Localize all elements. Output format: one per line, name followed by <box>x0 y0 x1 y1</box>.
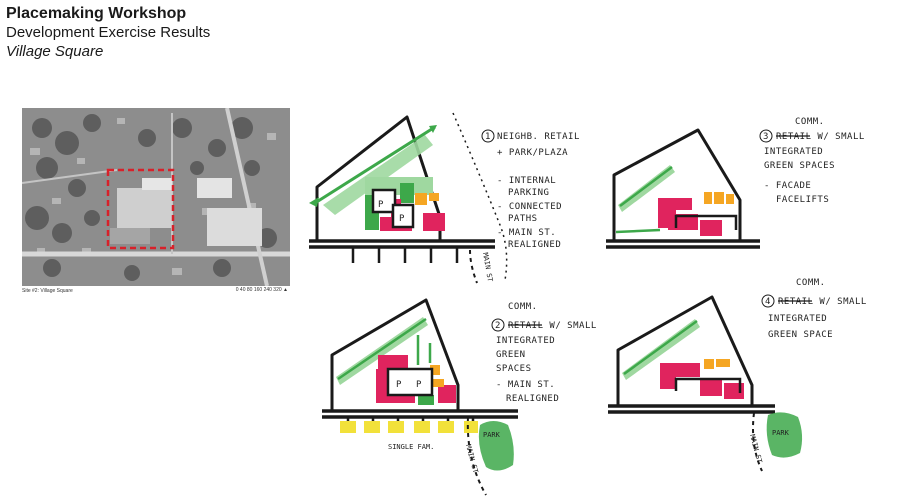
parking-label: P <box>396 380 402 390</box>
note-number: 2 <box>495 321 501 331</box>
sketch-note: - INTERNAL <box>497 176 556 186</box>
sketch-note: RETAIL W/ SMALL <box>508 321 597 331</box>
sketch-note: SPACES <box>496 364 532 374</box>
sketch-2: COMM. 3 RETAIL W/ SMALL INTEGRATED GREEN… <box>600 110 895 260</box>
sketch-4: PARK MAIN ST COMM. 4 RETAIL W/ SMALL INT… <box>600 275 895 475</box>
note-number: 4 <box>765 297 771 307</box>
sketch-note: GREEN SPACES <box>764 161 835 171</box>
aerial-photo <box>22 108 290 286</box>
sketch-note: - MAIN ST. <box>496 380 555 390</box>
sketch-3: P P SINGLE FAM. PARK MAIN ST COMM. 2 RET… <box>318 295 608 502</box>
sketch-note: INTEGRATED <box>764 147 823 157</box>
park-label: PARK <box>772 429 790 437</box>
park-label: PARK <box>483 431 501 439</box>
sketch-note: - MAIN ST. <box>497 228 556 238</box>
sketch-note: REALIGNED <box>506 394 559 404</box>
sketch-note: INTEGRATED <box>496 336 555 346</box>
sketch-note: GREEN <box>496 350 526 360</box>
sketch-note: GREEN SPACE <box>768 330 833 340</box>
page-title: Placemaking Workshop <box>6 4 210 23</box>
note-number: 1 <box>485 132 491 142</box>
parking-label: P <box>378 200 384 210</box>
north-arrow-icon: ▲ <box>283 287 288 293</box>
sketch-note: COMM. <box>795 117 825 127</box>
parking-label: P <box>416 380 422 390</box>
site-name: Village Square <box>6 42 210 61</box>
sketch-note: - CONNECTED <box>497 202 562 212</box>
header: Placemaking Workshop Development Exercis… <box>6 4 210 61</box>
sketch-note: PARKING <box>508 188 549 198</box>
sketch-note: - FACADE <box>764 181 811 191</box>
sketch-note: INTEGRATED <box>768 314 827 324</box>
sketch-note: COMM. <box>796 278 826 288</box>
aerial-map: Site #2: Village Square 0 40 80 160 240 … <box>22 108 290 298</box>
note-number: 3 <box>763 132 769 142</box>
sketch-note: FACELIFTS <box>776 195 829 205</box>
sketch-note: RETAIL W/ SMALL <box>776 132 865 142</box>
scale-bar: 0 40 80 160 240 320 ▲ <box>236 287 288 293</box>
sketch-note: NEIGHB. RETAIL <box>497 132 580 142</box>
sketch-1: P P MAIN ST 1 NEIGHB. RETAIL + PARK/PLAZ… <box>305 105 605 290</box>
page-subtitle: Development Exercise Results <box>6 23 210 42</box>
single-family-label: SINGLE FAM. <box>388 443 434 451</box>
scale-label: 0 40 80 160 240 320 <box>236 287 282 293</box>
sketch-note: REALIGNED <box>508 240 561 250</box>
aerial-caption: Site #2: Village Square <box>22 288 73 294</box>
street-label: MAIN ST <box>464 443 480 474</box>
street-label: MAIN ST <box>748 433 764 464</box>
sketch-note: PATHS <box>508 214 538 224</box>
sketch-note: + PARK/PLAZA <box>497 148 568 158</box>
parking-label: P <box>399 214 405 224</box>
street-label: MAIN ST <box>481 252 494 283</box>
sketch-note: RETAIL W/ SMALL <box>778 297 867 307</box>
sketch-note: COMM. <box>508 302 538 312</box>
note-number-value: 1 <box>485 132 491 142</box>
